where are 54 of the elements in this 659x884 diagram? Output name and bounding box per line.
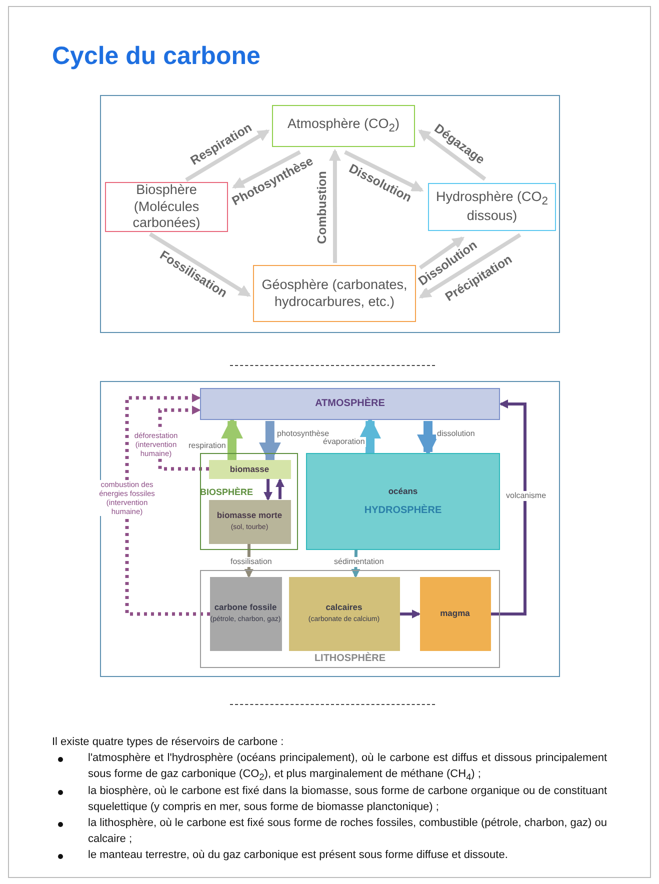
reservoir-box <box>272 105 415 147</box>
reservoir-box <box>200 388 500 420</box>
node-label: océans <box>388 486 418 497</box>
edge-label: respiration <box>188 441 227 451</box>
arrow <box>418 233 522 299</box>
edge-label: photosynthèse <box>276 429 330 439</box>
arrow <box>491 400 526 616</box>
arrow <box>264 479 273 501</box>
arrow <box>125 393 210 616</box>
bullet-text: le manteau terrestre, où du gaz carbonique est présent sous forme diffuse et dissoute. <box>88 848 509 864</box>
edge-label: dissolution <box>436 429 476 439</box>
reservoir-box <box>210 576 282 650</box>
node-label: biomasse morte <box>216 510 282 521</box>
node-label: biomasse <box>230 464 270 474</box>
paragraph: Il existe quatre types de réservoirs de carbone : <box>52 735 285 750</box>
arrow <box>148 232 251 297</box>
node-label: magma <box>440 608 470 619</box>
reservoir-box <box>428 183 556 231</box>
arrow <box>400 610 421 618</box>
arrow <box>185 129 270 182</box>
arrow <box>344 150 424 192</box>
reservoir-box <box>253 265 416 322</box>
bullet-text: la biosphère, où le carbone est fixé dans la biomasse, sous forme de carbone organique ou de constituant squelettique (y compris en mer, sous forme de biomasse planctonique) ; <box>88 784 607 816</box>
node-label: carbone fossile <box>214 602 277 613</box>
node-label: Biosphère (Molécules carbonées) <box>132 182 202 232</box>
node-label: Atmosphère (CO$_{2}$) <box>287 116 400 136</box>
node-label: Hydrosphère (CO$_{2}$ dissous) <box>434 188 550 226</box>
bullet-text: la lithosphère, où le carbone est fixé sous forme de roches fossiles, combustible (pétrole, charbon, gaz) ou calcaire ; <box>88 816 607 848</box>
arrow <box>276 478 284 500</box>
reservoir-box <box>208 500 290 544</box>
reservoir-box <box>420 576 490 650</box>
group-title: BIOSPHÈRE <box>200 487 254 498</box>
node-label: calcaires <box>326 602 362 613</box>
edge-label: Combustion <box>314 170 330 244</box>
node-note: HYDROSPHÈRE <box>364 504 442 518</box>
reservoir-box <box>208 460 290 478</box>
arrow <box>232 150 301 189</box>
node-label: Géosphère (carbonates, hydrocarbures, etc.) <box>260 276 408 310</box>
edge-label: évaporation <box>322 437 366 447</box>
reservoir-box <box>306 453 500 550</box>
arrow <box>418 129 486 181</box>
edge-label: fossilisation <box>230 557 273 567</box>
bullet-text: l'atmosphère et l'hydrosphère (océans principalement), où le carbone est diffus et dissous principalement sous forme de gaz carbonique (CO$_{2}$), et plus marginalement de méthane (CH$_{4}$) ; <box>88 750 607 784</box>
group-frame <box>200 453 298 550</box>
arrow <box>418 236 465 270</box>
edge-label: volcanisme <box>505 491 548 501</box>
page-title: Cycle du carbone <box>52 42 260 71</box>
edge-label: sédimentation <box>333 557 385 567</box>
arrow <box>328 148 341 263</box>
reservoir-box <box>288 576 400 650</box>
group-title: LITHOSPHÈRE <box>313 652 387 665</box>
group-frame <box>200 570 500 668</box>
reservoir-box <box>105 182 228 232</box>
node-label: ATMOSPHÈRE <box>315 398 385 410</box>
